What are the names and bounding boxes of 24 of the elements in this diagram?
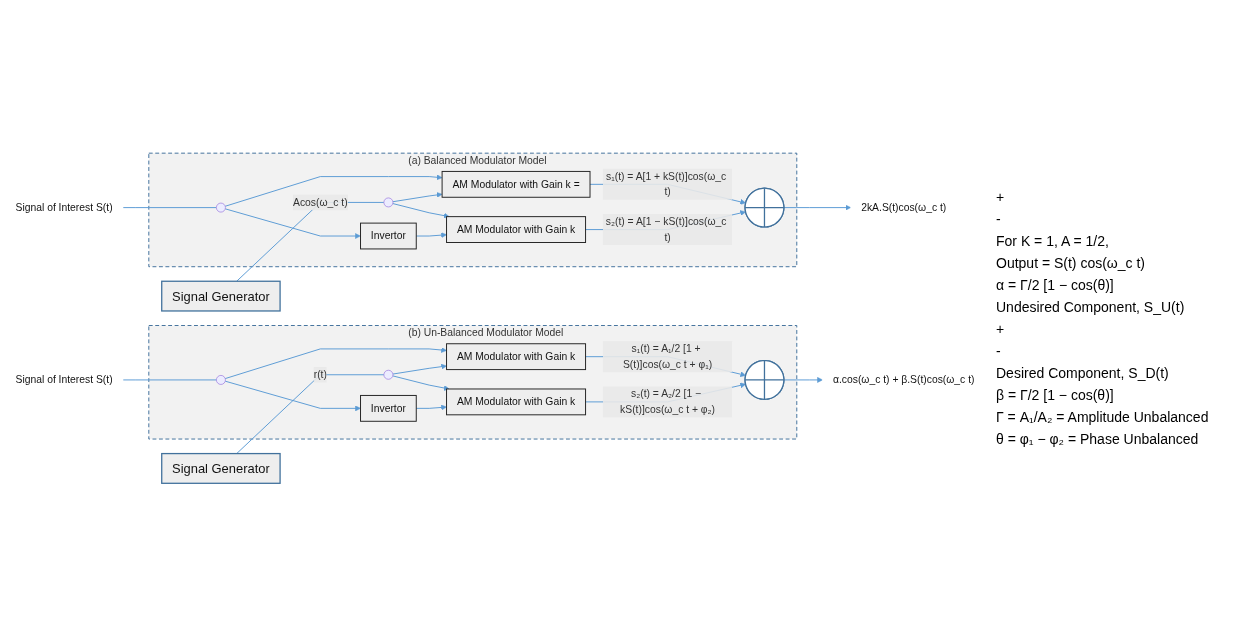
edge-label: s₂(t) = A[1 − kS(t)]cos(ω_c t) (602, 213, 733, 245)
equation-note: - (996, 211, 1002, 227)
equation-note: + (996, 321, 1006, 337)
panel-title: (a) Balanced Modulator Model (408, 154, 547, 166)
equation-note: + (996, 189, 1006, 205)
equation-note: Γ = A₁/A₂ = Amplitude Unbalanced (996, 409, 1210, 425)
equation-note: - (996, 343, 1002, 359)
process-box: AM Modulator with Gain k (446, 388, 587, 416)
equation-note: Undesired Component, S_U(t) (996, 299, 1186, 315)
process-box: Invertor (360, 394, 417, 422)
equation-note: For K = 1, A = 1/2, (996, 233, 1110, 249)
equation-note: θ = φ₁ − φ₂ = Phase Unbalanced (996, 431, 1200, 447)
equation-note: β = Γ/2 [1 − cos(θ)] (996, 387, 1115, 403)
process-box: Invertor (360, 222, 417, 250)
equation-note: Output = S(t) cos(ω_c t) (996, 255, 1147, 271)
equation-note: α = Γ/2 [1 − cos(θ)] (996, 277, 1115, 293)
edge-label: s₂(t) = A₂/2 [1 − kS(t)]cos(ω_c t + φ₂) (602, 386, 733, 418)
panel-title: (b) Un-Balanced Modulator Model (408, 327, 564, 339)
process-box: AM Modulator with Gain k = (441, 170, 591, 198)
generator-box: Signal Generator (161, 280, 281, 312)
process-box: AM Modulator with Gain k (446, 343, 587, 370)
equation-note: Desired Component, S_D(t) (996, 365, 1170, 381)
generator-box: Signal Generator (161, 452, 281, 484)
process-box: AM Modulator with Gain k (446, 215, 587, 243)
